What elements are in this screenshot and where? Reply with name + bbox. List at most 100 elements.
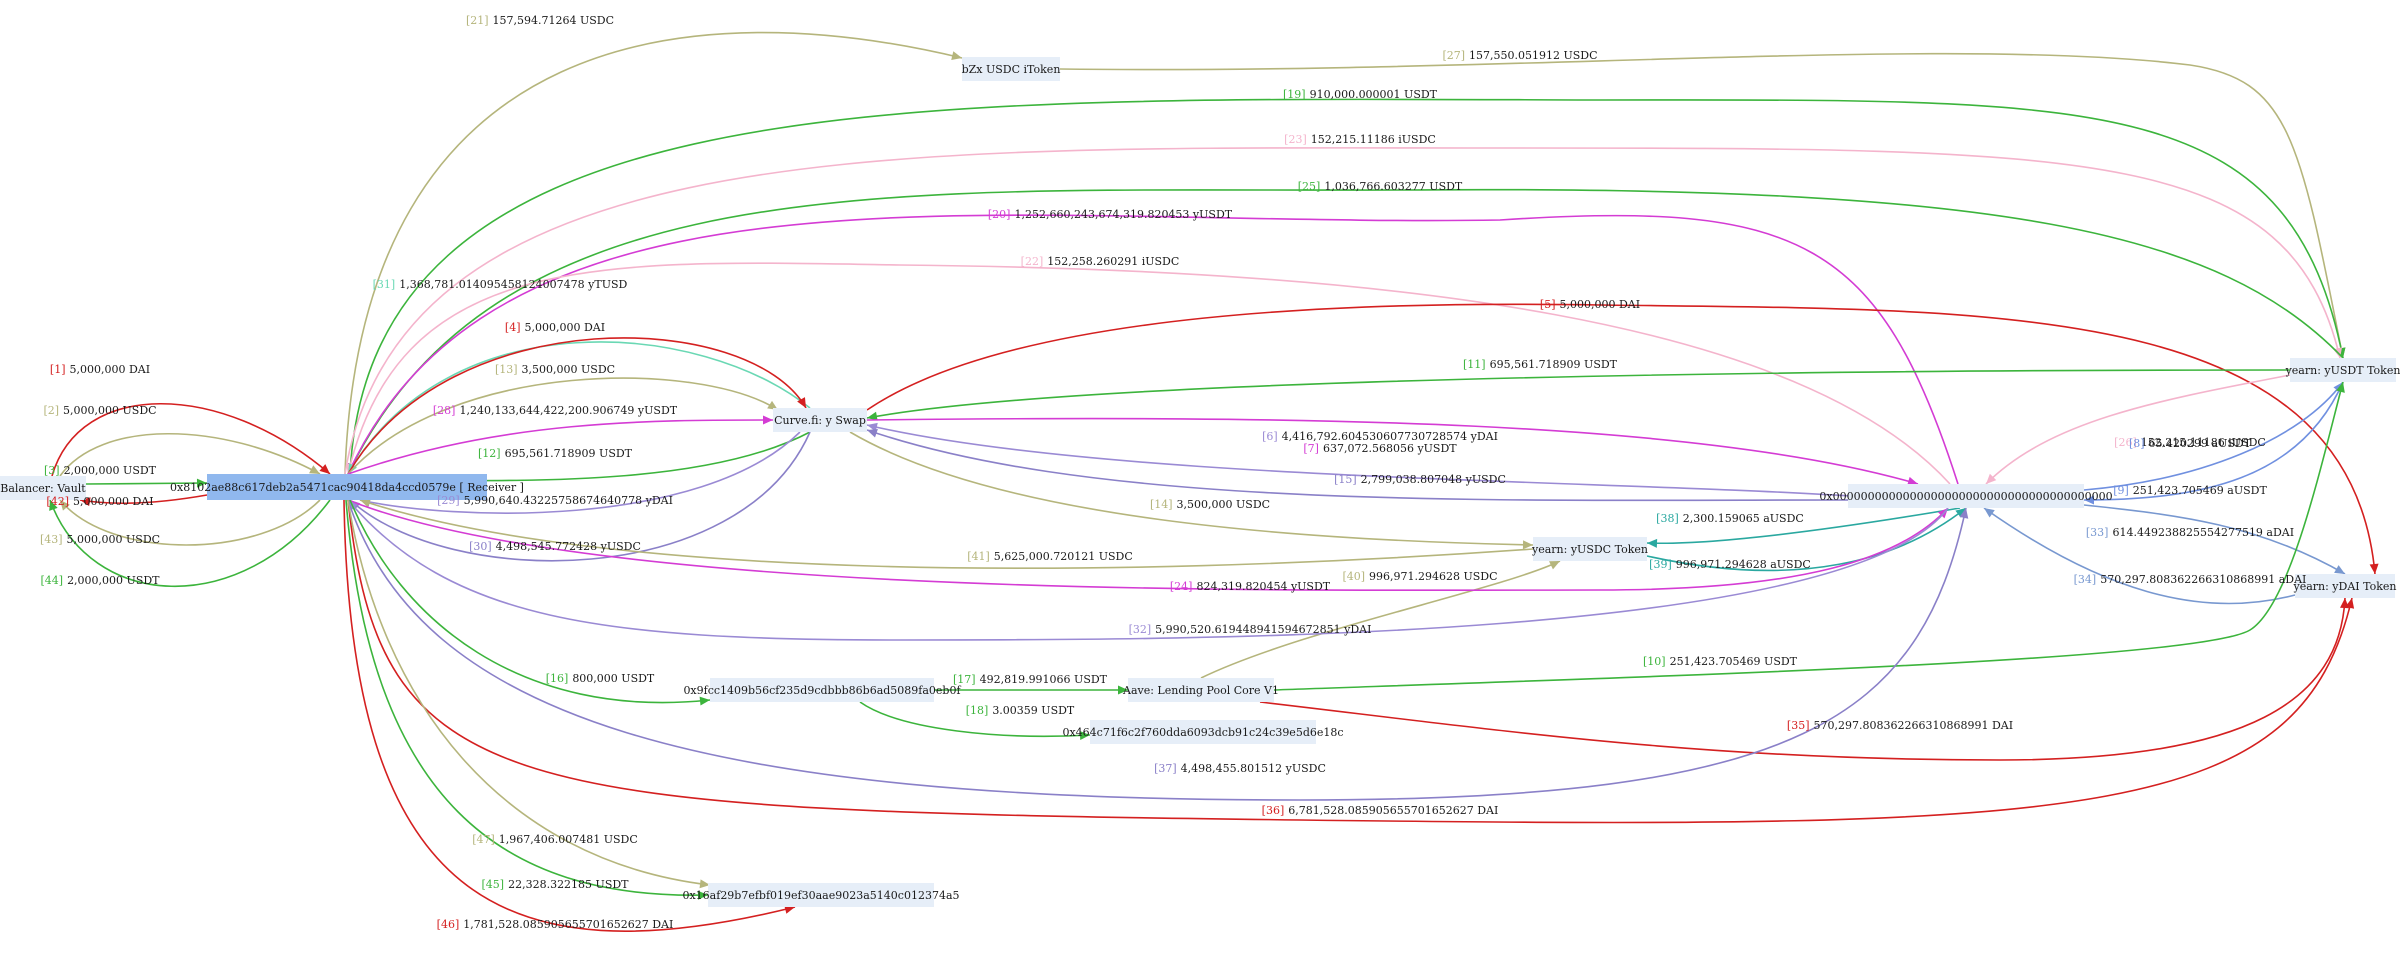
node-0x16af[interactable]: 0x16af29b7efbf019ef30aae9023a5140c012374…	[682, 883, 960, 907]
edge-labels: [1]5,000,000 DAI[2]5,000,000 USDC[3]2,00…	[40, 14, 2306, 931]
edge-index-16: [16]	[546, 672, 569, 685]
edge-amount-6: 4,416,792.604530607730728574 yDAI	[1282, 430, 1498, 443]
edge-label-9: [9]251,423.705469 aUSDT	[2113, 484, 2267, 497]
edge-arrow-17	[1118, 685, 1128, 695]
node-balancer-vault[interactable]: Balancer: Vault	[0, 476, 86, 500]
edge-amount-23: 152,215.11186 iUSDC	[1311, 133, 1436, 146]
edge-label-11: [11]695,561.718909 USDT	[1463, 358, 1618, 371]
edge-arrow-11	[867, 411, 878, 421]
node-yearn-ydai[interactable]: yearn: yDAI Token	[2292, 574, 2397, 598]
node-0x9fcc[interactable]: 0x9fcc1409b56cf235d9cdbbb86b6ad5089fa0eb…	[683, 678, 961, 702]
edge-arrow-28	[763, 415, 773, 425]
edge-label-16: [16]800,000 USDT	[546, 672, 655, 685]
edge-label-1: [1]5,000,000 DAI	[50, 363, 150, 376]
edge-label-33: [33]614.449238825554277519 aDAI	[2086, 526, 2294, 539]
graph-nodes: Balancer: Vault 0x8102ae88c617deb2a5471c…	[0, 57, 2400, 907]
edge-label-7: [7]637,072.568056 yUSDT	[1303, 442, 1457, 455]
edge-amount-42: 5,000,000 DAI	[73, 495, 154, 508]
edge-line-38	[1646, 507, 1961, 545]
edge-label-46: [46]1,781,528.085905655701652627 DAI	[437, 918, 674, 931]
edge-amount-5: 5,000,000 DAI	[1560, 298, 1641, 311]
edge-index-25: [25]	[1298, 180, 1321, 193]
edge-arrow-38	[1647, 538, 1658, 548]
node-bzx-usdc-itoken-box	[962, 57, 1060, 81]
edge-line-2	[59, 432, 321, 477]
node-balancer-vault-box	[0, 476, 86, 500]
edge-amount-35: 570,297.808362266310868991 DAI	[1814, 719, 2014, 732]
edge-label-22: [22]152,258.260291 iUSDC	[1021, 255, 1180, 268]
edge-arrow-5	[2369, 563, 2379, 574]
edge-line-33	[2083, 504, 2346, 575]
edge-amount-44: 2,000,000 USDT	[67, 574, 160, 587]
node-zero-address[interactable]: 0x00000000000000000000000000000000000000…	[1819, 484, 2113, 508]
edge-amount-21: 157,594.71264 USDC	[493, 14, 615, 27]
node-yearn-yusdt[interactable]: yearn: yUSDT Token	[2285, 358, 2400, 382]
edge-line-34	[1983, 507, 2296, 605]
node-curve-y-swap[interactable]: Curve.fi: y Swap	[773, 408, 867, 432]
edge-index-10: [10]	[1643, 655, 1666, 668]
edge-label-32: [32]5,990,520.619448941594672851 yDAI	[1129, 623, 1372, 636]
edge-index-15: [15]	[1334, 473, 1357, 486]
node-aave-lending-pool[interactable]: Aave: Lending Pool Core V1	[1122, 678, 1279, 702]
edge-line-40	[1200, 560, 1561, 679]
node-bzx-usdc-itoken[interactable]: bZx USDC iToken	[962, 57, 1061, 81]
edge-line-14	[849, 431, 1534, 546]
edge-arrow-13	[767, 400, 778, 410]
edge-amount-40: 996,971.294628 USDC	[1369, 570, 1498, 583]
edge-index-21: [21]	[466, 14, 489, 27]
edge-label-34: [34]570,297.808362266310868991 aDAI	[2074, 573, 2307, 586]
edge-arrow-4	[797, 397, 806, 408]
edge-label-39: [39]996,971.294628 aUSDC	[1649, 558, 1811, 571]
edge-label-13: [13]3,500,000 USDC	[495, 363, 615, 376]
edge-amount-25: 1,036,766.603277 USDT	[1324, 180, 1463, 193]
edge-arrow-7	[1907, 476, 1918, 486]
edge-index-44: [44]	[40, 574, 63, 587]
edge-line-15	[866, 429, 1849, 502]
edge-line-24	[347, 499, 1949, 592]
edge-line-44	[49, 499, 331, 588]
edge-label-19: [19]910,000.000001 USDT	[1283, 88, 1438, 101]
edge-amount-38: 2,300.159065 aUSDC	[1683, 512, 1804, 525]
edge-label-20: [20]1,252,660,243,674,319.820453 yUSDT	[988, 208, 1233, 221]
edge-line-42	[79, 494, 208, 505]
node-yearn-yusdc[interactable]: yearn: yUSDC Token	[1531, 537, 1648, 561]
edge-line-35	[1259, 597, 2346, 761]
node-bzx-usdc-itoken-label: bZx USDC iToken	[962, 63, 1061, 76]
edge-line-6	[866, 424, 1851, 497]
edge-line-30	[349, 431, 811, 562]
edge-amount-45: 22,328.322185 USDT	[508, 878, 629, 891]
edge-amount-34: 570,297.808362266310868991 aDAI	[2100, 573, 2306, 586]
edge-line-22	[347, 262, 1951, 485]
edge-line-11	[866, 369, 2291, 419]
edge-line-8	[2083, 381, 2344, 491]
edge-index-20: [20]	[988, 208, 1011, 221]
node-receiver[interactable]: 0x8102ae88c617deb2a5471cac90418da4ccd057…	[170, 474, 524, 500]
edge-label-35: [35]570,297.808362266310868991 DAI	[1787, 719, 2013, 732]
edge-arrow-2	[309, 465, 320, 474]
node-curve-y-swap-label: Curve.fi: y Swap	[774, 414, 866, 427]
node-balancer-vault-label: Balancer: Vault	[0, 482, 86, 495]
edge-arrow-33	[2334, 565, 2345, 574]
edge-index-30: [30]	[469, 540, 492, 553]
edge-label-23: [23]152,215.11186 iUSDC	[1284, 133, 1436, 146]
node-0x464c[interactable]: 0x464c71f6c2f760dda6093dcb91c24c39e5d6e1…	[1062, 720, 1344, 744]
edge-line-3	[85, 482, 208, 485]
edge-line-18	[859, 701, 1091, 738]
edge-index-42: [42]	[46, 495, 69, 508]
edge-line-23	[344, 147, 2341, 475]
edge-amount-10: 251,423.705469 USDT	[1670, 655, 1798, 668]
edge-label-45: [45]22,328.322185 USDT	[481, 878, 629, 891]
edge-line-26	[1985, 374, 2291, 485]
edge-label-29: [29]5,990,640.43225758674640778 yDAI	[437, 494, 673, 507]
edge-index-33: [33]	[2086, 526, 2109, 539]
edge-amount-24: 824,319.820454 yUSDT	[1196, 580, 1330, 593]
edge-line-27	[1059, 52, 2344, 359]
edge-index-19: [19]	[1283, 88, 1306, 101]
edge-amount-46: 1,781,528.085905655701652627 DAI	[463, 918, 673, 931]
edge-index-9: [9]	[2113, 484, 2129, 497]
edge-arrow-15	[867, 428, 878, 438]
edge-label-26: [26]152,215.11186 iUSDC	[2114, 436, 2266, 449]
node-zero-address-label: 0x00000000000000000000000000000000000000…	[1819, 490, 2112, 503]
edge-arrow-3	[196, 478, 207, 488]
edge-line-36	[347, 499, 2353, 824]
